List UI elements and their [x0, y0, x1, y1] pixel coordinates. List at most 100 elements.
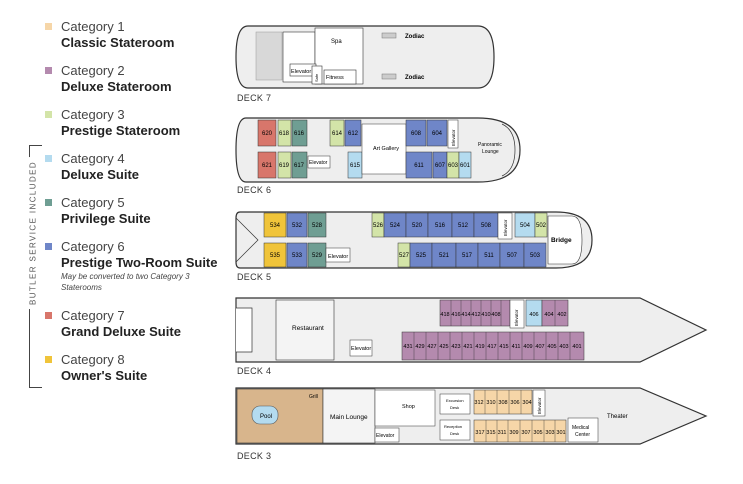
- cabin-number: 402: [557, 312, 566, 318]
- deck-3-cabins: 312 310 308 306 304 317 315 311 309 307 …: [474, 400, 565, 436]
- cabin-number: 312: [474, 400, 483, 406]
- deck-5: 534 532 528 526 524 520 516 512 508 504 …: [235, 211, 593, 269]
- zodiac-label: Zodiac: [405, 75, 425, 81]
- deck-5-label: DECK 5: [237, 272, 272, 282]
- elevator-label: Elevator: [351, 346, 371, 352]
- cabin-number: 305: [533, 430, 542, 436]
- cabin-number: 504: [520, 223, 531, 229]
- legend-swatch: [45, 199, 52, 206]
- elevator-label: Elevator: [537, 397, 542, 414]
- cabin-number: 526: [373, 223, 384, 229]
- art-gallery-label: Art Gallery: [373, 146, 399, 152]
- legend-name: Classic Stateroom: [61, 35, 175, 50]
- deck-7-label: DECK 7: [237, 93, 272, 103]
- lounge-label: Lounge: [482, 149, 499, 155]
- grill-label: Grill: [309, 394, 318, 400]
- elevator-label: Elevator: [376, 433, 395, 439]
- cabin-number: 516: [435, 223, 446, 229]
- zodiac-label: Zodiac: [405, 34, 425, 40]
- cabin-number: 619: [279, 163, 290, 169]
- panoramic-label: Panoramic: [478, 142, 502, 148]
- cabin-number: 406: [529, 312, 538, 318]
- deck-4-label: DECK 4: [237, 366, 272, 376]
- cabin-number: 308: [498, 400, 507, 406]
- medical-center-label: Medical: [572, 425, 589, 431]
- cabin-number: 615: [350, 163, 361, 169]
- elevator-label: Elevator: [451, 129, 456, 146]
- legend-swatch: [45, 356, 52, 363]
- cabin-number: 403: [559, 344, 568, 350]
- fitness-label: Fitness: [326, 75, 344, 81]
- pool-shape: [251, 405, 279, 425]
- safe-label: Safe: [314, 73, 319, 82]
- cabin-number: 535: [270, 253, 281, 259]
- legend-category: Category 5: [61, 195, 125, 210]
- deck-6-label: DECK 6: [237, 185, 272, 195]
- elevator-label: Elevator: [514, 309, 519, 326]
- excursion-desk-label: Excursion: [446, 398, 464, 403]
- zodiac-icon: [381, 32, 397, 39]
- cabin-number: 307: [521, 430, 530, 436]
- cabin-number: 512: [458, 223, 469, 229]
- legend-category: Category 3: [61, 107, 125, 122]
- cabin-number: 607: [435, 163, 446, 169]
- legend-category: Category 2: [61, 63, 125, 78]
- cabin-number: 418: [440, 312, 449, 318]
- cabin-number: 301: [556, 430, 565, 436]
- cabin-number: 511: [484, 253, 494, 259]
- cabin-number: 417: [487, 344, 496, 350]
- elevator-label: Elevator: [503, 219, 508, 236]
- bridge-label: Bridge: [551, 237, 572, 244]
- cabin-number: 517: [462, 253, 473, 259]
- pool-label: Pool: [260, 414, 272, 420]
- deck-6-cabins: 620 618 616 614 612 608 604 621 619 617 …: [262, 131, 471, 169]
- cabin-number: 618: [279, 131, 290, 137]
- deck-4-cabin-dividers: [413, 300, 571, 360]
- legend-swatch: [45, 67, 52, 74]
- cabin-number: 315: [486, 430, 495, 436]
- legend-name: Owner's Suite: [61, 368, 148, 383]
- cabin-number: 421: [463, 344, 472, 350]
- cabin-number: 614: [332, 131, 343, 137]
- legend-category: Category 1: [61, 19, 125, 34]
- legend-name: Prestige Stateroom: [61, 123, 181, 138]
- cabin-number: 502: [536, 223, 547, 229]
- cabin-number: 534: [270, 223, 281, 229]
- legend-category: Category 4: [61, 151, 125, 166]
- medical-center-label-2: Center: [575, 432, 590, 438]
- cabin-number: 532: [292, 223, 303, 229]
- cabin-number: 429: [415, 344, 424, 350]
- cabin-number: 601: [460, 163, 471, 169]
- cabin-number: 608: [411, 131, 422, 137]
- cabin-number: 411: [512, 344, 521, 350]
- cabin-number: 529: [312, 253, 323, 259]
- legend-name: Deluxe Suite: [61, 167, 140, 182]
- cabin-number: 611: [414, 163, 424, 169]
- cabin-number: 612: [348, 131, 359, 137]
- cabin-number: 503: [530, 253, 541, 259]
- elevator-label: Elevator: [291, 69, 311, 75]
- cabin-number: 416: [451, 312, 460, 318]
- cabin-number: 431: [403, 344, 412, 350]
- spa-label: Spa: [331, 39, 342, 45]
- cabin-number: 524: [390, 223, 401, 229]
- cabin-number: 525: [416, 253, 427, 259]
- shop-label: Shop: [402, 404, 415, 410]
- legend-note: May be converted to two Category 3 State…: [61, 272, 190, 292]
- cabin-number: 409: [523, 344, 532, 350]
- legend-swatch: [45, 111, 52, 118]
- cabin-number: 408: [491, 312, 500, 318]
- cabin-number: 412: [471, 312, 480, 318]
- cabin-number: 508: [481, 223, 492, 229]
- cabin-number: 603: [448, 163, 459, 169]
- cabin-number: 427: [427, 344, 436, 350]
- cabin-number: 616: [294, 131, 305, 137]
- cabin-number: 310: [486, 400, 495, 406]
- deck-6: 620 618 616 614 612 608 604 621 619 617 …: [235, 117, 521, 183]
- legend-name: Grand Deluxe Suite: [61, 324, 181, 339]
- cabin-number: 507: [507, 253, 518, 259]
- cabin-number: 306: [510, 400, 519, 406]
- cabin-number: 317: [475, 430, 484, 436]
- legend-name: Deluxe Stateroom: [61, 79, 172, 94]
- reception-desk-label-2: Desk: [450, 431, 459, 436]
